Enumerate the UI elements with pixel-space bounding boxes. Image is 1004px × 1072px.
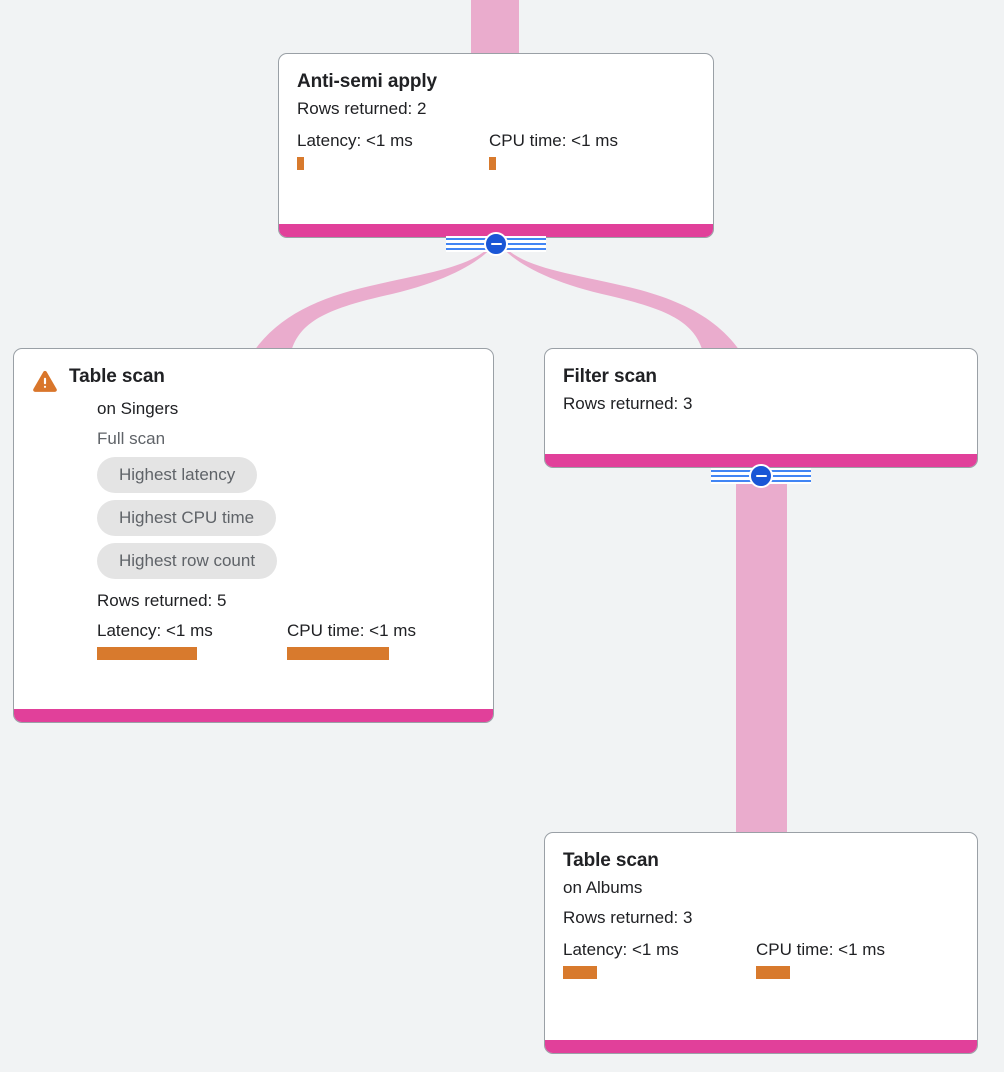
- minus-circle-icon[interactable]: [749, 464, 773, 488]
- metrics-row: Latency: <1 ms CPU time: <1 ms: [563, 939, 959, 979]
- cpu-time-label: CPU time: <1 ms: [287, 621, 416, 640]
- node-content: Filter scan Rows returned: 3: [545, 349, 977, 419]
- scan-target: on Singers: [97, 399, 179, 418]
- warning-triangle-icon: [33, 370, 57, 392]
- latency-metric: Latency: <1 ms: [97, 620, 287, 660]
- node-header: Filter scan: [563, 365, 959, 389]
- cpu-metric: CPU time: <1 ms: [756, 939, 885, 979]
- node-content: Table scan on Singers Full scan Highest …: [14, 349, 493, 660]
- cpu-time-label: CPU time: <1 ms: [489, 131, 618, 150]
- edge-anti-semi-to-table-scan-singers: [232, 244, 495, 400]
- node-anti-semi-apply[interactable]: Anti-semi apply Rows returned: 2 Latency…: [278, 53, 714, 238]
- node-footer-bar: [14, 709, 493, 722]
- latency-label: Latency: <1 ms: [97, 621, 213, 640]
- edge-anti-semi-to-filter-scan: [499, 244, 762, 400]
- cpu-time-bar: [287, 647, 389, 660]
- latency-bar: [97, 647, 197, 660]
- node-title: Anti-semi apply: [297, 71, 437, 92]
- node-header: Anti-semi apply: [297, 70, 695, 94]
- connector-filter-scan[interactable]: [711, 463, 811, 489]
- cpu-time-bar: [756, 966, 790, 979]
- metrics-row: Latency: <1 ms CPU time: <1 ms: [32, 620, 475, 660]
- rows-returned: Rows returned: 5: [97, 591, 227, 610]
- latency-label: Latency: <1 ms: [563, 940, 679, 959]
- scan-type: Full scan: [97, 429, 166, 448]
- node-title: Table scan: [563, 850, 659, 871]
- node-title: Filter scan: [563, 366, 657, 387]
- cpu-metric: CPU time: <1 ms: [287, 620, 416, 660]
- node-filter-scan[interactable]: Filter scan Rows returned: 3: [544, 348, 978, 468]
- node-footer-bar: [545, 454, 977, 467]
- chip-list: Highest latency Highest CPU time Highest…: [32, 457, 475, 586]
- cpu-metric: CPU time: <1 ms: [489, 130, 618, 170]
- minus-circle-icon[interactable]: [484, 232, 508, 256]
- cpu-time-bar: [489, 157, 496, 170]
- edge-root-inflow: [471, 0, 519, 56]
- edge-filter-scan-to-table-scan-albums: [736, 476, 787, 838]
- latency-metric: Latency: <1 ms: [297, 130, 489, 170]
- latency-label: Latency: <1 ms: [297, 131, 413, 150]
- chip-highest-cpu-time[interactable]: Highest CPU time: [97, 500, 277, 536]
- node-title: Table scan: [69, 366, 165, 387]
- node-footer-bar: [279, 224, 713, 237]
- metrics-row: Latency: <1 ms CPU time: <1 ms: [297, 130, 695, 170]
- latency-bar: [563, 966, 597, 979]
- connector-anti-semi-apply[interactable]: [446, 231, 546, 257]
- node-header: Table scan: [563, 849, 959, 873]
- rows-returned: Rows returned: 3: [563, 908, 693, 927]
- node-table-scan-singers[interactable]: Table scan on Singers Full scan Highest …: [13, 348, 494, 723]
- chip-highest-row-count[interactable]: Highest row count: [97, 543, 278, 579]
- node-content: Anti-semi apply Rows returned: 2 Latency…: [279, 54, 713, 170]
- latency-bar: [297, 157, 304, 170]
- rows-returned: Rows returned: 2: [297, 99, 427, 118]
- rows-returned: Rows returned: 3: [563, 394, 693, 413]
- node-content: Table scan on Albums Rows returned: 3 La…: [545, 833, 977, 979]
- cpu-time-label: CPU time: <1 ms: [756, 940, 885, 959]
- node-table-scan-albums[interactable]: Table scan on Albums Rows returned: 3 La…: [544, 832, 978, 1054]
- node-header: Table scan: [32, 365, 475, 394]
- scan-target: on Albums: [563, 878, 643, 897]
- chip-highest-latency[interactable]: Highest latency: [97, 457, 258, 493]
- node-footer-bar: [545, 1040, 977, 1053]
- latency-metric: Latency: <1 ms: [563, 939, 756, 979]
